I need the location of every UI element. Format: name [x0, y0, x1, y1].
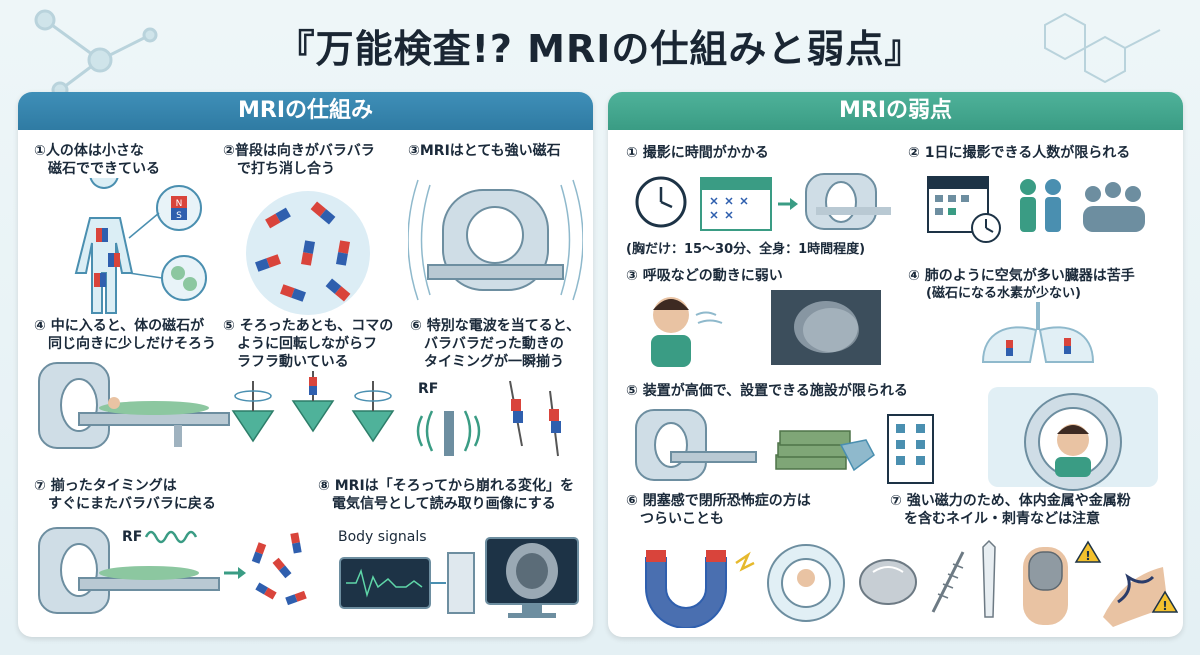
weakness-item-1: ① 撮影に時間がかかる (胸だけ：15〜30分、全身：1時間程度) — [626, 144, 906, 258]
mechanism-caption-2: ②普段は向きがバラバラ で打ち消し合う — [223, 143, 375, 177]
weakness-sub-4: (磁石になる水素が少ない) — [926, 286, 1081, 301]
weakness-caption-4: ④ 肺のように空気が多い臓器は苦手 — [908, 268, 1135, 284]
mechanism-item-5: ⑤ そろったあとも、コマの ように回転しながらフ ラフラ動いている — [223, 317, 413, 465]
metal-objects-illustration: ! ! — [859, 539, 1178, 627]
mri-scanner-field-illustration — [407, 179, 584, 301]
rf-label-2: RF — [122, 529, 142, 545]
mechanism-caption-7: ⑦ 揃ったタイミングは すぐにまたバラバラに戻る — [34, 478, 216, 512]
mechanism-caption-3: ③MRIはとても強い磁石 — [408, 143, 561, 159]
mechanism-item-1: ①人の体は小さな 磁石でできている N S — [34, 142, 219, 327]
weakness-caption-6: ⑥ 閉塞感で閉所恐怖症の方は つらいことも — [626, 493, 811, 527]
weakness-caption-2: ② 1日に撮影できる人数が限られる — [908, 145, 1131, 161]
mechanism-item-4: ④ 中に入ると、体の磁石が 同じ向きに少しだけそろう — [34, 317, 244, 462]
weakness-item-7: ⑦ 強い磁力のため、体内金属や金属粉 を含むネイル・刺青などは注意 — [890, 492, 1180, 637]
mechanism-item-6: ⑥ 特別な電波を当てると、 バラバラだった動きの タイミングが一瞬揃う RF — [410, 317, 590, 465]
mechanism-header: MRIの仕組み — [18, 92, 593, 130]
mechanism-caption-4: ④ 中に入ると、体の磁石が 同じ向きに少しだけそろう — [34, 318, 216, 352]
weakness-caption-7: ⑦ 強い磁力のため、体内金属や金属粉 を含むネイル・刺青などは注意 — [890, 493, 1131, 527]
mechanism-caption-6: ⑥ 特別な電波を当てると、 バラバラだった動きの タイミングが一瞬揃う — [410, 318, 581, 370]
weakness-item-6: ⑥ 閉塞感で閉所恐怖症の方は つらいことも — [626, 492, 886, 632]
rf-wave-illustration: RF — [416, 380, 561, 457]
svg-text:!: ! — [1162, 599, 1167, 613]
mechanism-item-2: ②普段は向きがバラバラ で打ち消し合う — [223, 142, 403, 327]
weakness-sub-1: (胸だけ：15〜30分、全身：1時間程度) — [626, 242, 866, 257]
breathing-blur-illustration — [651, 290, 881, 367]
weakness-item-5: ⑤ 装置が高価で、設置できる施設が限られる — [626, 382, 976, 494]
mechanism-caption-5: ⑤ そろったあとも、コマの ように回転しながらフ ラフラ動いている — [223, 318, 394, 370]
signal-to-image-illustration: Body signals — [338, 529, 579, 618]
mechanism-caption-1: ①人の体は小さな 磁石でできている — [34, 143, 160, 177]
weakness-item-2: ② 1日に撮影できる人数が限られる — [908, 144, 1176, 251]
weakness-item-4: ④ 肺のように空気が多い臓器は苦手 (磁石になる水素が少ない) — [908, 267, 1176, 376]
weakness-item-3: ③ 呼吸などの動きに弱い — [626, 267, 906, 374]
mri-mechanism-panel: MRIの仕組み ①人の体は小さな 磁石でできている N S ②普段は向きがバラバ… — [18, 92, 593, 637]
body-signals-label: Body signals — [338, 529, 427, 545]
spinning-tops-illustration — [231, 371, 395, 443]
magnet-s-label: S — [176, 211, 182, 221]
cost-facility-illustration — [635, 409, 934, 484]
body-magnets-illustration: N S — [74, 159, 207, 314]
mechanism-caption-8: ⑧ MRIは「そろってから崩れる変化」を 電気信号として読み取り画像にする — [318, 478, 574, 512]
claustrophobia-patient-illustration — [988, 387, 1158, 491]
weakness-header: MRIの弱点 — [608, 92, 1183, 130]
mechanism-item-8: ⑧ MRIは「そろってから崩れる変化」を 電気信号として読み取り画像にする Bo… — [318, 477, 588, 632]
magnet-n-label: N — [176, 199, 183, 209]
rf-label-1: RF — [418, 381, 438, 397]
weakness-caption-3: ③ 呼吸などの動きに弱い — [626, 268, 783, 284]
magnet-warning-illustration — [645, 544, 845, 629]
patient-in-scanner-illustration — [38, 362, 230, 449]
time-illustration — [635, 173, 891, 231]
svg-text:!: ! — [1085, 549, 1090, 563]
limited-patients-illustration — [927, 176, 1145, 243]
mri-weakness-panel: MRIの弱点 ① 撮影に時間がかかる (胸だけ：15〜30分、全身：1時間程度)… — [608, 92, 1183, 637]
weakness-caption-5: ⑤ 装置が高価で、設置できる施設が限られる — [626, 383, 908, 399]
relaxation-illustration: RF — [38, 527, 307, 614]
weakness-caption-1: ① 撮影に時間がかかる — [626, 145, 769, 161]
mechanism-item-7: ⑦ 揃ったタイミングは すぐにまたバラバラに戻る RF — [34, 477, 314, 627]
lungs-illustration — [981, 302, 1095, 363]
random-magnets-illustration — [246, 191, 370, 315]
page-title: 『万能検査!? MRIの仕組みと弱点』 — [276, 27, 924, 71]
mechanism-item-3: ③MRIはとても強い磁石 — [407, 142, 588, 324]
